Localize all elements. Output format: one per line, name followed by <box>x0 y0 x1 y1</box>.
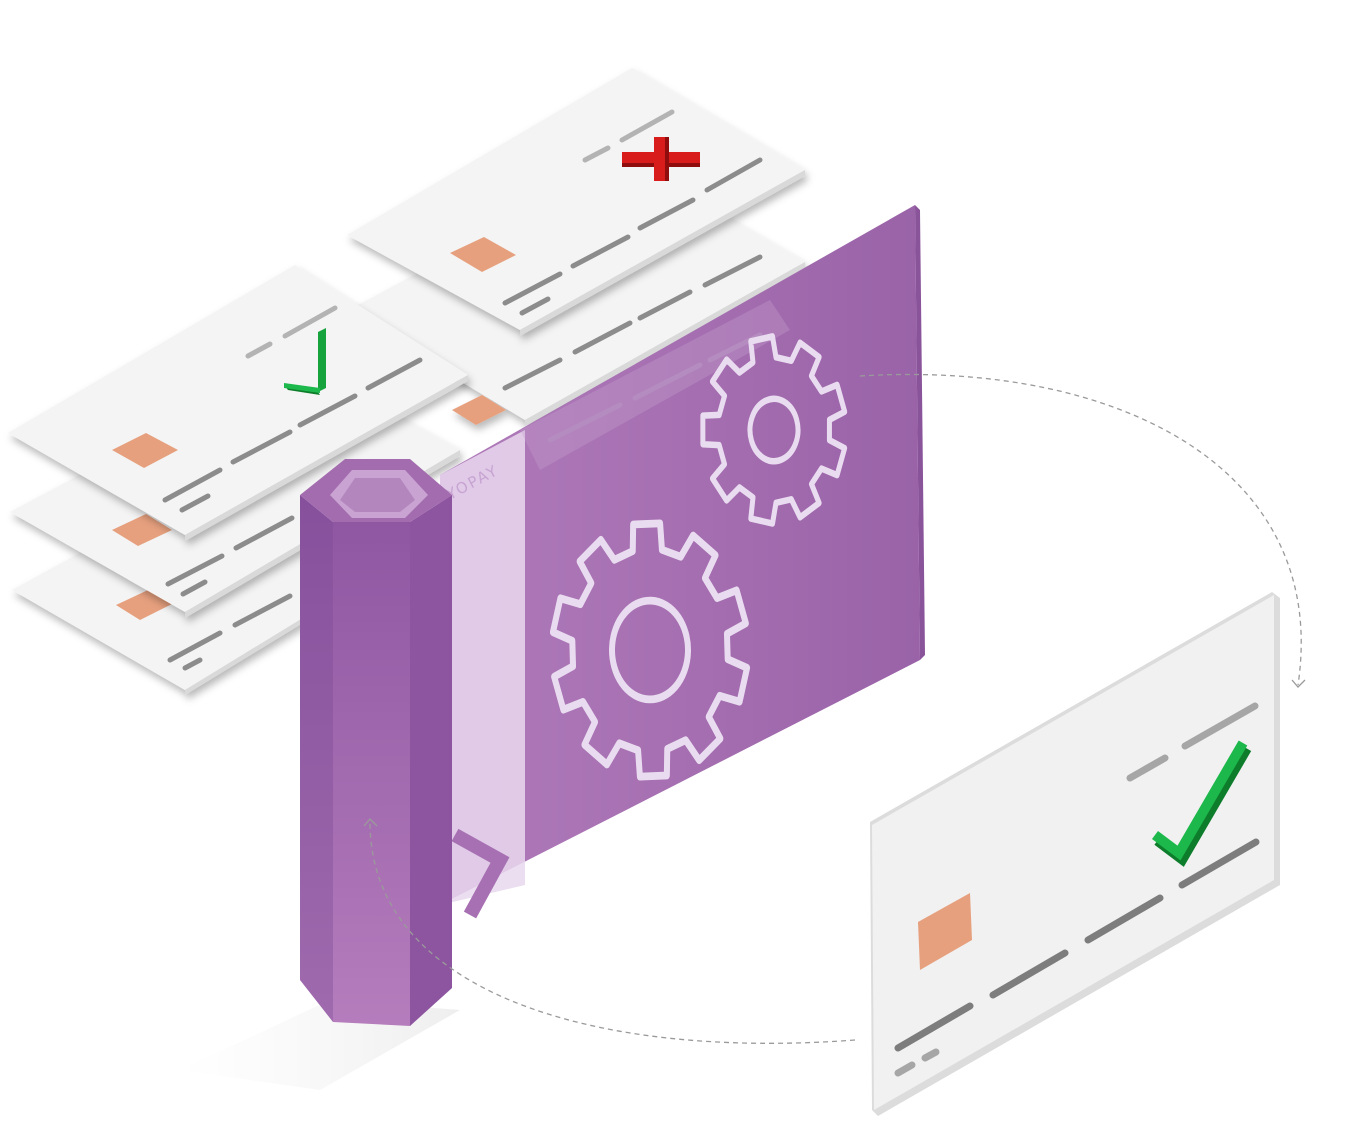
card-chip <box>450 237 516 272</box>
approved-card-small <box>8 265 468 541</box>
card-chip <box>452 395 506 425</box>
gear-icon <box>700 333 848 527</box>
card-chip <box>116 590 172 620</box>
card-chip <box>918 893 972 970</box>
approved-card-large <box>870 592 1280 1116</box>
gear-hole <box>747 395 801 465</box>
card-chip <box>112 514 172 546</box>
gear-icon <box>549 519 751 781</box>
hexagon-pillar <box>300 459 452 1026</box>
gear-outline <box>700 333 848 527</box>
arrow-head-icon <box>363 818 378 827</box>
cross-icon <box>622 137 700 181</box>
check-icon <box>1152 740 1252 867</box>
arrow-head-icon <box>1291 679 1306 688</box>
gear-outline <box>549 519 751 781</box>
gear-hole <box>609 596 691 704</box>
flow-orbit-return <box>369 821 856 1044</box>
check-icon <box>284 328 326 395</box>
card-chip <box>112 433 178 468</box>
rejected-card <box>347 68 805 336</box>
chevron-icon <box>451 828 510 919</box>
